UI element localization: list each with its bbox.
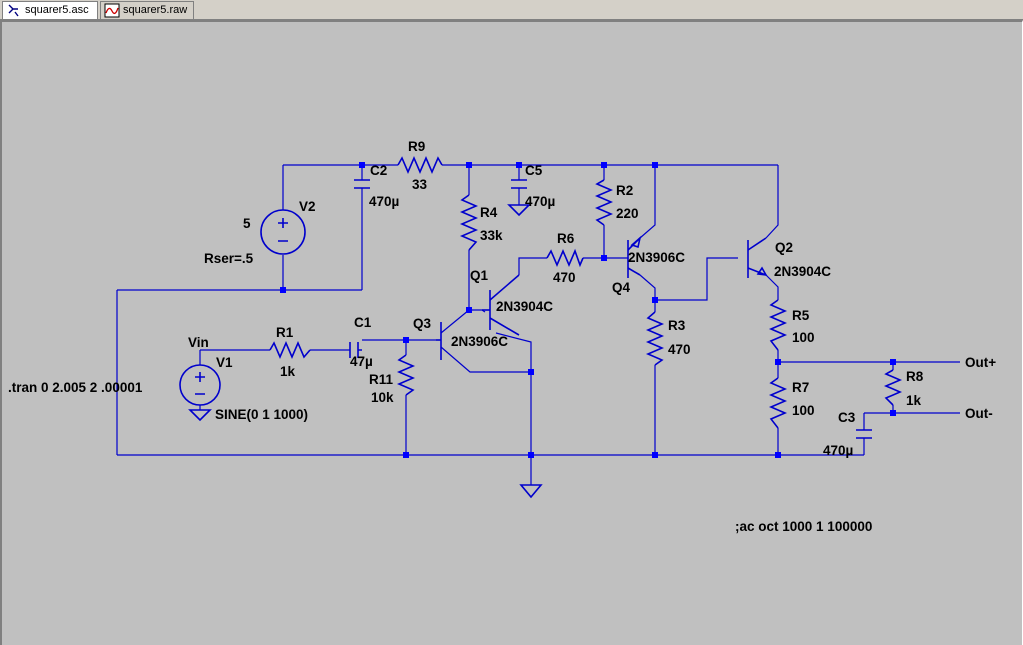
capacitor-C2[interactable] [354,179,370,189]
tab-waveform[interactable]: squarer5.raw [100,1,194,19]
label-v1-value: SINE(0 1 1000) [215,407,308,422]
label-r7-ref: R7 [792,380,809,395]
label-r1-ref: R1 [276,325,294,340]
label-r4-value: 33k [480,228,503,243]
label-v2-param: Rser=.5 [204,251,254,266]
label-q4-model: 2N3906C [628,250,685,265]
label-r11-value: 10k [371,390,394,405]
label-out-plus: Out+ [965,355,996,370]
label-c3-value: 470µ [823,443,853,458]
resistor-R1[interactable] [269,340,311,360]
resistor-R9[interactable] [397,155,443,175]
schematic-icon [8,4,19,17]
label-r3-ref: R3 [668,318,686,333]
label-r8-ref: R8 [906,369,924,384]
directive-ac: ;ac oct 1000 1 100000 [735,519,872,534]
label-c3-ref: C3 [838,410,856,425]
label-c1-ref: C1 [354,315,372,330]
label-r2-ref: R2 [616,183,633,198]
resistor-R2[interactable] [594,179,614,226]
label-q1-model: 2N3904C [496,299,553,314]
tab-schematic-label: squarer5.asc [25,4,89,16]
label-r7-value: 100 [792,403,815,418]
transistor-Q2[interactable] [747,237,768,278]
label-c2-value: 470µ [369,194,399,209]
label-r3-value: 470 [668,342,691,357]
label-r9-value: 33 [412,177,428,192]
resistor-R4[interactable] [459,194,479,251]
label-c5-value: 470µ [525,194,555,209]
transistor-Q1[interactable] [482,274,520,336]
tab-waveform-label: squarer5.raw [123,4,188,16]
label-vin-net: Vin [188,335,209,350]
label-c2-ref: C2 [370,163,387,178]
label-q3-ref: Q3 [413,316,432,331]
label-r5-value: 100 [792,330,815,345]
label-q4-ref: Q4 [612,280,631,295]
ground-symbol [519,484,543,499]
resistor-R7[interactable] [768,377,788,429]
label-r4-ref: R4 [480,205,498,220]
label-r5-ref: R5 [792,308,810,323]
label-v2-ref: V2 [299,199,316,214]
resistor-R3[interactable] [645,311,665,366]
resistor-R6[interactable] [546,248,584,268]
label-q2-ref: Q2 [775,240,793,255]
transistor-Q3[interactable] [436,322,442,360]
directive-tran: .tran 0 2.005 2 .00001 [8,380,143,395]
junctions [280,162,896,458]
resistor-R11[interactable] [396,354,416,396]
document-tab-bar: squarer5.asc squarer5.raw [0,0,1023,20]
waveform-icon [104,3,120,18]
label-c1-value: 47µ [350,354,373,369]
label-r6-value: 470 [553,270,576,285]
voltage-source-V1[interactable] [179,364,221,422]
label-q1-ref: Q1 [470,268,489,283]
labels: V2 5 Rser=.5 R9 33 C2 470µ C5 470µ R4 33… [8,139,996,534]
capacitor-C5[interactable] [507,179,531,217]
label-r1-value: 1k [280,364,296,379]
transistor-Q4[interactable] [627,235,642,278]
label-r11-ref: R11 [369,372,394,387]
wires [116,164,960,485]
label-r2-value: 220 [616,206,639,221]
label-r8-value: 1k [906,393,922,408]
label-out-minus: Out- [965,406,993,421]
label-r9-ref: R9 [408,139,425,154]
voltage-source-V2[interactable] [260,209,306,255]
label-v1-ref: V1 [216,355,233,370]
label-q2-model: 2N3904C [774,264,831,279]
capacitor-C1[interactable] [349,342,362,358]
capacitor-C3[interactable] [856,429,872,439]
resistor-R5[interactable] [768,299,788,351]
resistor-R8[interactable] [883,369,903,406]
label-c5-ref: C5 [525,163,543,178]
tab-schematic[interactable]: squarer5.asc [2,1,98,19]
label-q3-model: 2N3906C [451,334,508,349]
label-r6-ref: R6 [557,231,575,246]
label-v2-value: 5 [243,216,251,231]
